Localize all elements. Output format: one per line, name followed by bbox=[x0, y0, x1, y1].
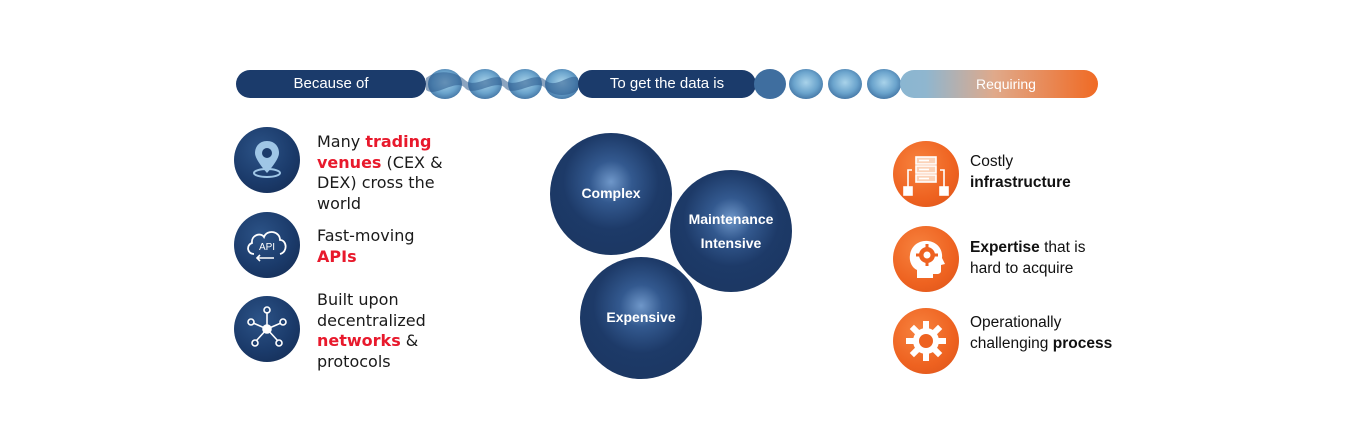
stage-label-because: Because of bbox=[293, 75, 369, 92]
requirement-expertise: Expertise that is hard to acquire bbox=[970, 239, 1086, 277]
svg-text:API: API bbox=[259, 242, 275, 253]
bubble-maintenance-intensive bbox=[670, 170, 792, 292]
head-gear-expertise-icon bbox=[893, 226, 959, 292]
ribbon-wave-2 bbox=[754, 69, 901, 99]
api-cloud-icon: API bbox=[234, 212, 300, 278]
ribbon-wave-1 bbox=[426, 69, 579, 99]
stage-label-data: To get the data is bbox=[609, 75, 725, 92]
bubble-complex bbox=[550, 133, 672, 255]
cause-trading-venues: Many trading venues (CEX & DEX) cross th… bbox=[317, 132, 443, 213]
location-pin-icon bbox=[234, 127, 300, 193]
server-infrastructure-icon bbox=[893, 141, 959, 207]
ribbon-segment-because bbox=[236, 70, 426, 98]
bubble-expensive bbox=[580, 257, 702, 379]
gear-process-icon bbox=[893, 308, 959, 374]
stage-label-requiring: Requiring bbox=[976, 76, 1036, 92]
bubble-label-expensive: Expensive bbox=[606, 309, 676, 325]
network-icon bbox=[234, 296, 300, 362]
cause-decentralized-networks: Built upon decentralized networks & prot… bbox=[317, 290, 426, 371]
ribbon-segment-requiring bbox=[900, 70, 1098, 98]
requirement-operational-process: Operationally challenging process bbox=[970, 314, 1113, 352]
cause-fast-moving-apis: Fast-moving APIs bbox=[317, 226, 415, 266]
ribbon-segment-data bbox=[578, 70, 756, 98]
bubble-label-complex: Complex bbox=[581, 185, 641, 201]
requirement-costly-infrastructure: Costly infrastructure bbox=[970, 153, 1071, 191]
